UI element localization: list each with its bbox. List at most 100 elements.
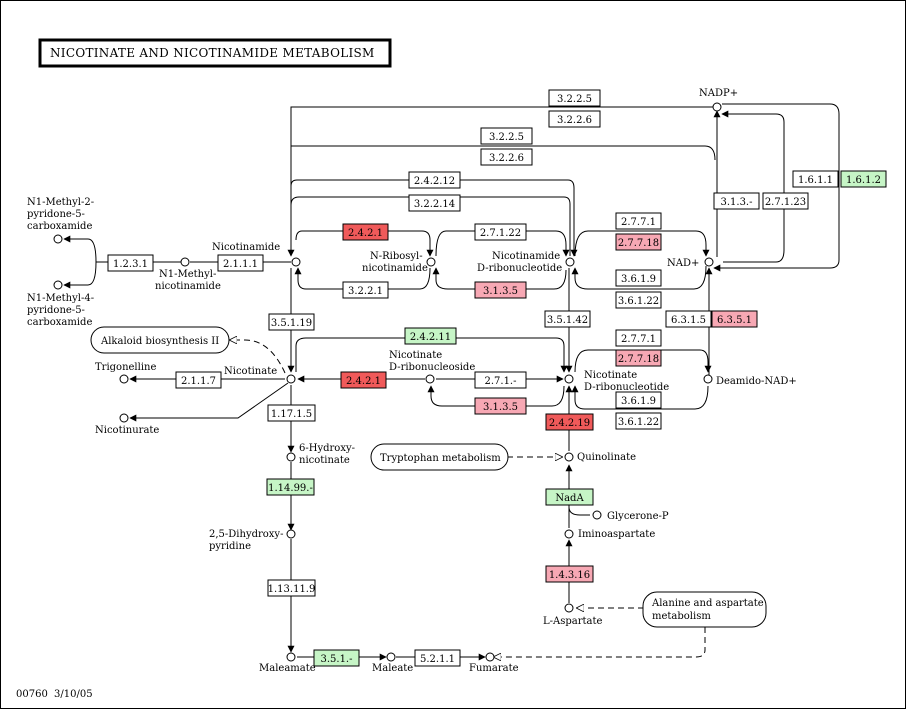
enzyme-box-e36122b[interactable]: 3.6.1.22 bbox=[615, 412, 662, 430]
enzyme-box-e2771b[interactable]: 2.7.7.1 bbox=[615, 329, 662, 347]
label-nmn-2: D-ribonucleotide bbox=[477, 263, 562, 274]
enzyme-box-e27718b[interactable]: 2.7.7.18 bbox=[615, 349, 662, 367]
enzyme-box-e24219[interactable]: 2.4.2.19 bbox=[545, 413, 594, 431]
enzyme-box-e6315[interactable]: 6.3.1.5 bbox=[665, 310, 712, 328]
enzyme-box-e3225b[interactable]: 3.2.2.5 bbox=[480, 127, 533, 145]
enzyme-box-e27122[interactable]: 2.7.1.22 bbox=[474, 223, 527, 241]
enzyme-box-e1612[interactable]: 1.6.1.2 bbox=[840, 170, 887, 188]
svg-text:metabolism: metabolism bbox=[652, 611, 711, 622]
enzyme-label: 2.4.2.12 bbox=[414, 176, 455, 187]
enzyme-box-e1611[interactable]: 1.6.1.1 bbox=[792, 170, 839, 188]
enzyme-box-bg bbox=[480, 148, 533, 166]
compound-nodes bbox=[53, 102, 722, 662]
node-fumarate bbox=[485, 652, 495, 662]
pathway-alanine-aspartate-metabolism[interactable]: Alanine and aspartate metabolism bbox=[642, 591, 767, 628]
enzyme-box-e313[interactable]: 3.1.3.- bbox=[713, 192, 760, 210]
enzyme-box-e6351[interactable]: 6.3.5.1 bbox=[711, 310, 758, 328]
node-iminoaspartate bbox=[564, 529, 574, 539]
node-deamido-nad bbox=[703, 374, 713, 384]
label-maleate: Maleate bbox=[372, 663, 413, 674]
node-nicotinamide bbox=[291, 257, 301, 267]
label-namn-1: Nicotinate bbox=[584, 370, 637, 381]
enzyme-label: NadA bbox=[555, 493, 584, 504]
enzyme-label: 3.6.1.9 bbox=[621, 396, 656, 407]
enzyme-box-bg bbox=[544, 310, 591, 328]
enzyme-box-bg bbox=[474, 281, 527, 299]
enzyme-label: 2.1.1.1 bbox=[223, 259, 258, 270]
label-deamido-nad: Deamido-NAD+ bbox=[716, 376, 797, 387]
enzyme-label: 2.1.1.7 bbox=[181, 376, 216, 387]
enzyme-box-e35119[interactable]: 3.5.1.19 bbox=[268, 313, 315, 331]
enzyme-box-e351[interactable]: 3.5.1.- bbox=[313, 649, 360, 667]
enzyme-box-e3619a[interactable]: 3.6.1.9 bbox=[615, 269, 662, 287]
enzyme-box-e27718a[interactable]: 2.7.7.18 bbox=[615, 233, 662, 251]
label-n1m2p-3: carboxamide bbox=[27, 221, 92, 232]
node-6-hydroxynicotinate bbox=[286, 452, 296, 462]
enzyme-box-e11311[interactable]: 1.13.11.9 bbox=[267, 579, 316, 597]
enzyme-box-e3225a[interactable]: 3.2.2.5 bbox=[548, 89, 601, 107]
enzyme-label: 3.2.2.14 bbox=[414, 199, 455, 210]
enzyme-box-bg bbox=[545, 413, 594, 431]
node-nadp bbox=[712, 102, 722, 112]
enzyme-label: 1.6.1.2 bbox=[846, 175, 881, 186]
enzyme-box-bg bbox=[762, 192, 809, 210]
label-n1m4p-1: N1-Methyl-4- bbox=[27, 293, 94, 304]
svg-text:Alanine and aspartate: Alanine and aspartate bbox=[651, 598, 764, 609]
enzyme-box-e32214[interactable]: 3.2.2.14 bbox=[408, 194, 461, 212]
node-maleate bbox=[386, 652, 396, 662]
enzyme-label: 2.4.2.19 bbox=[549, 418, 590, 429]
pathway-alkaloid-biosynthesis[interactable]: Alkaloid biosynthesis II bbox=[90, 326, 230, 354]
enzyme-box-e27123[interactable]: 2.7.1.23 bbox=[762, 192, 809, 210]
enzyme-box-bg bbox=[615, 391, 662, 409]
footer: 00760 3/10/05 bbox=[16, 689, 93, 700]
enzyme-label: 3.1.3.5 bbox=[483, 402, 518, 413]
reaction-edges bbox=[63, 103, 840, 661]
enzyme-box-bg bbox=[615, 349, 662, 367]
node-maleamate bbox=[286, 652, 296, 662]
enzyme-label: 3.1.3.- bbox=[720, 197, 752, 208]
label-n1m4p-2: pyridone-5- bbox=[27, 305, 85, 316]
enzyme-box-e35142[interactable]: 3.5.1.42 bbox=[544, 310, 591, 328]
enzyme-box-e36122a[interactable]: 3.6.1.22 bbox=[615, 291, 662, 309]
enzyme-label: 2.7.1.23 bbox=[765, 197, 806, 208]
enzyme-box-bg bbox=[615, 412, 662, 430]
enzyme-box-e2117[interactable]: 2.1.1.7 bbox=[175, 371, 222, 389]
enzyme-box-bg bbox=[408, 171, 461, 189]
enzyme-box-e3226a[interactable]: 3.2.2.6 bbox=[548, 110, 601, 128]
enzyme-box-bg bbox=[340, 371, 387, 389]
enzyme-box-e3135b[interactable]: 3.1.3.5 bbox=[474, 397, 527, 415]
enzyme-label: 2.7.1.22 bbox=[480, 228, 521, 239]
enzyme-box-e3226b[interactable]: 3.2.2.6 bbox=[480, 148, 533, 166]
enzyme-box-bg bbox=[548, 89, 601, 107]
enzyme-box-e2771a[interactable]: 2.7.7.1 bbox=[615, 212, 662, 230]
enzyme-box-e3221[interactable]: 3.2.2.1 bbox=[342, 281, 389, 299]
enzyme-box-nada[interactable]: NadA bbox=[545, 488, 594, 506]
enzyme-label: 3.5.1.19 bbox=[271, 318, 312, 329]
enzyme-box-e2111[interactable]: 2.1.1.1 bbox=[217, 254, 264, 272]
node-glycerone-p bbox=[592, 510, 602, 520]
enzyme-box-e5211[interactable]: 5.2.1.1 bbox=[414, 649, 461, 667]
enzyme-label: 1.17.1.5 bbox=[271, 409, 312, 420]
enzyme-box-e2421a[interactable]: 2.4.2.1 bbox=[342, 223, 389, 241]
node-quinolinate bbox=[564, 452, 574, 462]
enzyme-box-bg bbox=[107, 254, 154, 272]
enzyme-box-bg bbox=[342, 223, 389, 241]
enzyme-box-e271[interactable]: 2.7.1.- bbox=[474, 371, 527, 389]
label-iminoaspartate: Iminoaspartate bbox=[578, 529, 655, 540]
label-namn-2: D-ribonucleotide bbox=[584, 382, 669, 393]
enzyme-box-e24212[interactable]: 2.4.2.12 bbox=[408, 171, 461, 189]
enzyme-box-e11715[interactable]: 1.17.1.5 bbox=[267, 404, 316, 422]
enzyme-box-e14316[interactable]: 1.4.3.16 bbox=[545, 565, 594, 583]
node-dihydroxypyridine bbox=[286, 529, 296, 539]
pathway-tryptophan-metabolism[interactable]: Tryptophan metabolism bbox=[370, 443, 509, 471]
enzyme-box-e3135a[interactable]: 3.1.3.5 bbox=[474, 281, 527, 299]
enzyme-box-bg bbox=[474, 371, 527, 389]
enzyme-box-e2311[interactable]: 1.2.3.1 bbox=[107, 254, 154, 272]
enzyme-box-e24211[interactable]: 2.4.2.11 bbox=[404, 327, 457, 345]
node-nicotinate bbox=[286, 374, 296, 384]
enzyme-label: 3.6.1.22 bbox=[618, 417, 659, 428]
node-nad bbox=[704, 257, 714, 267]
enzyme-box-e11499[interactable]: 1.14.99.- bbox=[266, 478, 315, 496]
enzyme-box-e3619b[interactable]: 3.6.1.9 bbox=[615, 391, 662, 409]
enzyme-box-e2421b[interactable]: 2.4.2.1 bbox=[340, 371, 387, 389]
